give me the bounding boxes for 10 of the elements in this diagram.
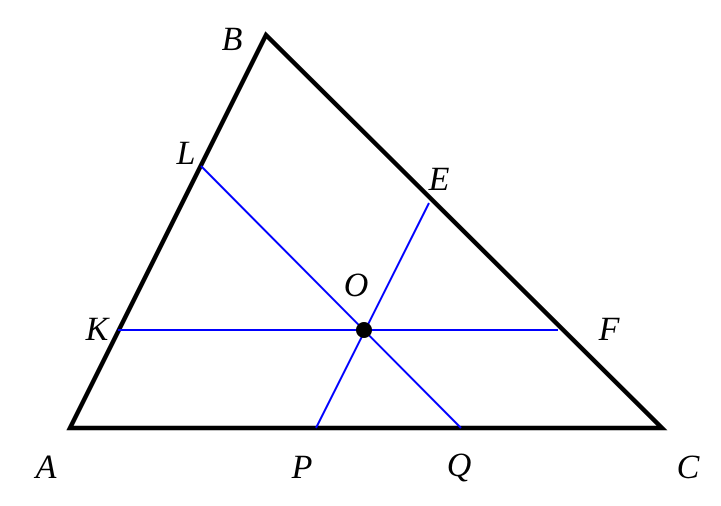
point-label: F xyxy=(598,313,620,347)
point-label: P xyxy=(292,451,312,485)
point-label: A xyxy=(36,451,56,485)
point-label: E xyxy=(428,163,450,197)
point-label: L xyxy=(176,137,196,171)
point-label: B xyxy=(222,23,242,57)
point-label: Q xyxy=(446,449,472,483)
point-label: K xyxy=(86,313,108,347)
point-label: O xyxy=(344,269,368,303)
point-label: C xyxy=(676,451,700,485)
